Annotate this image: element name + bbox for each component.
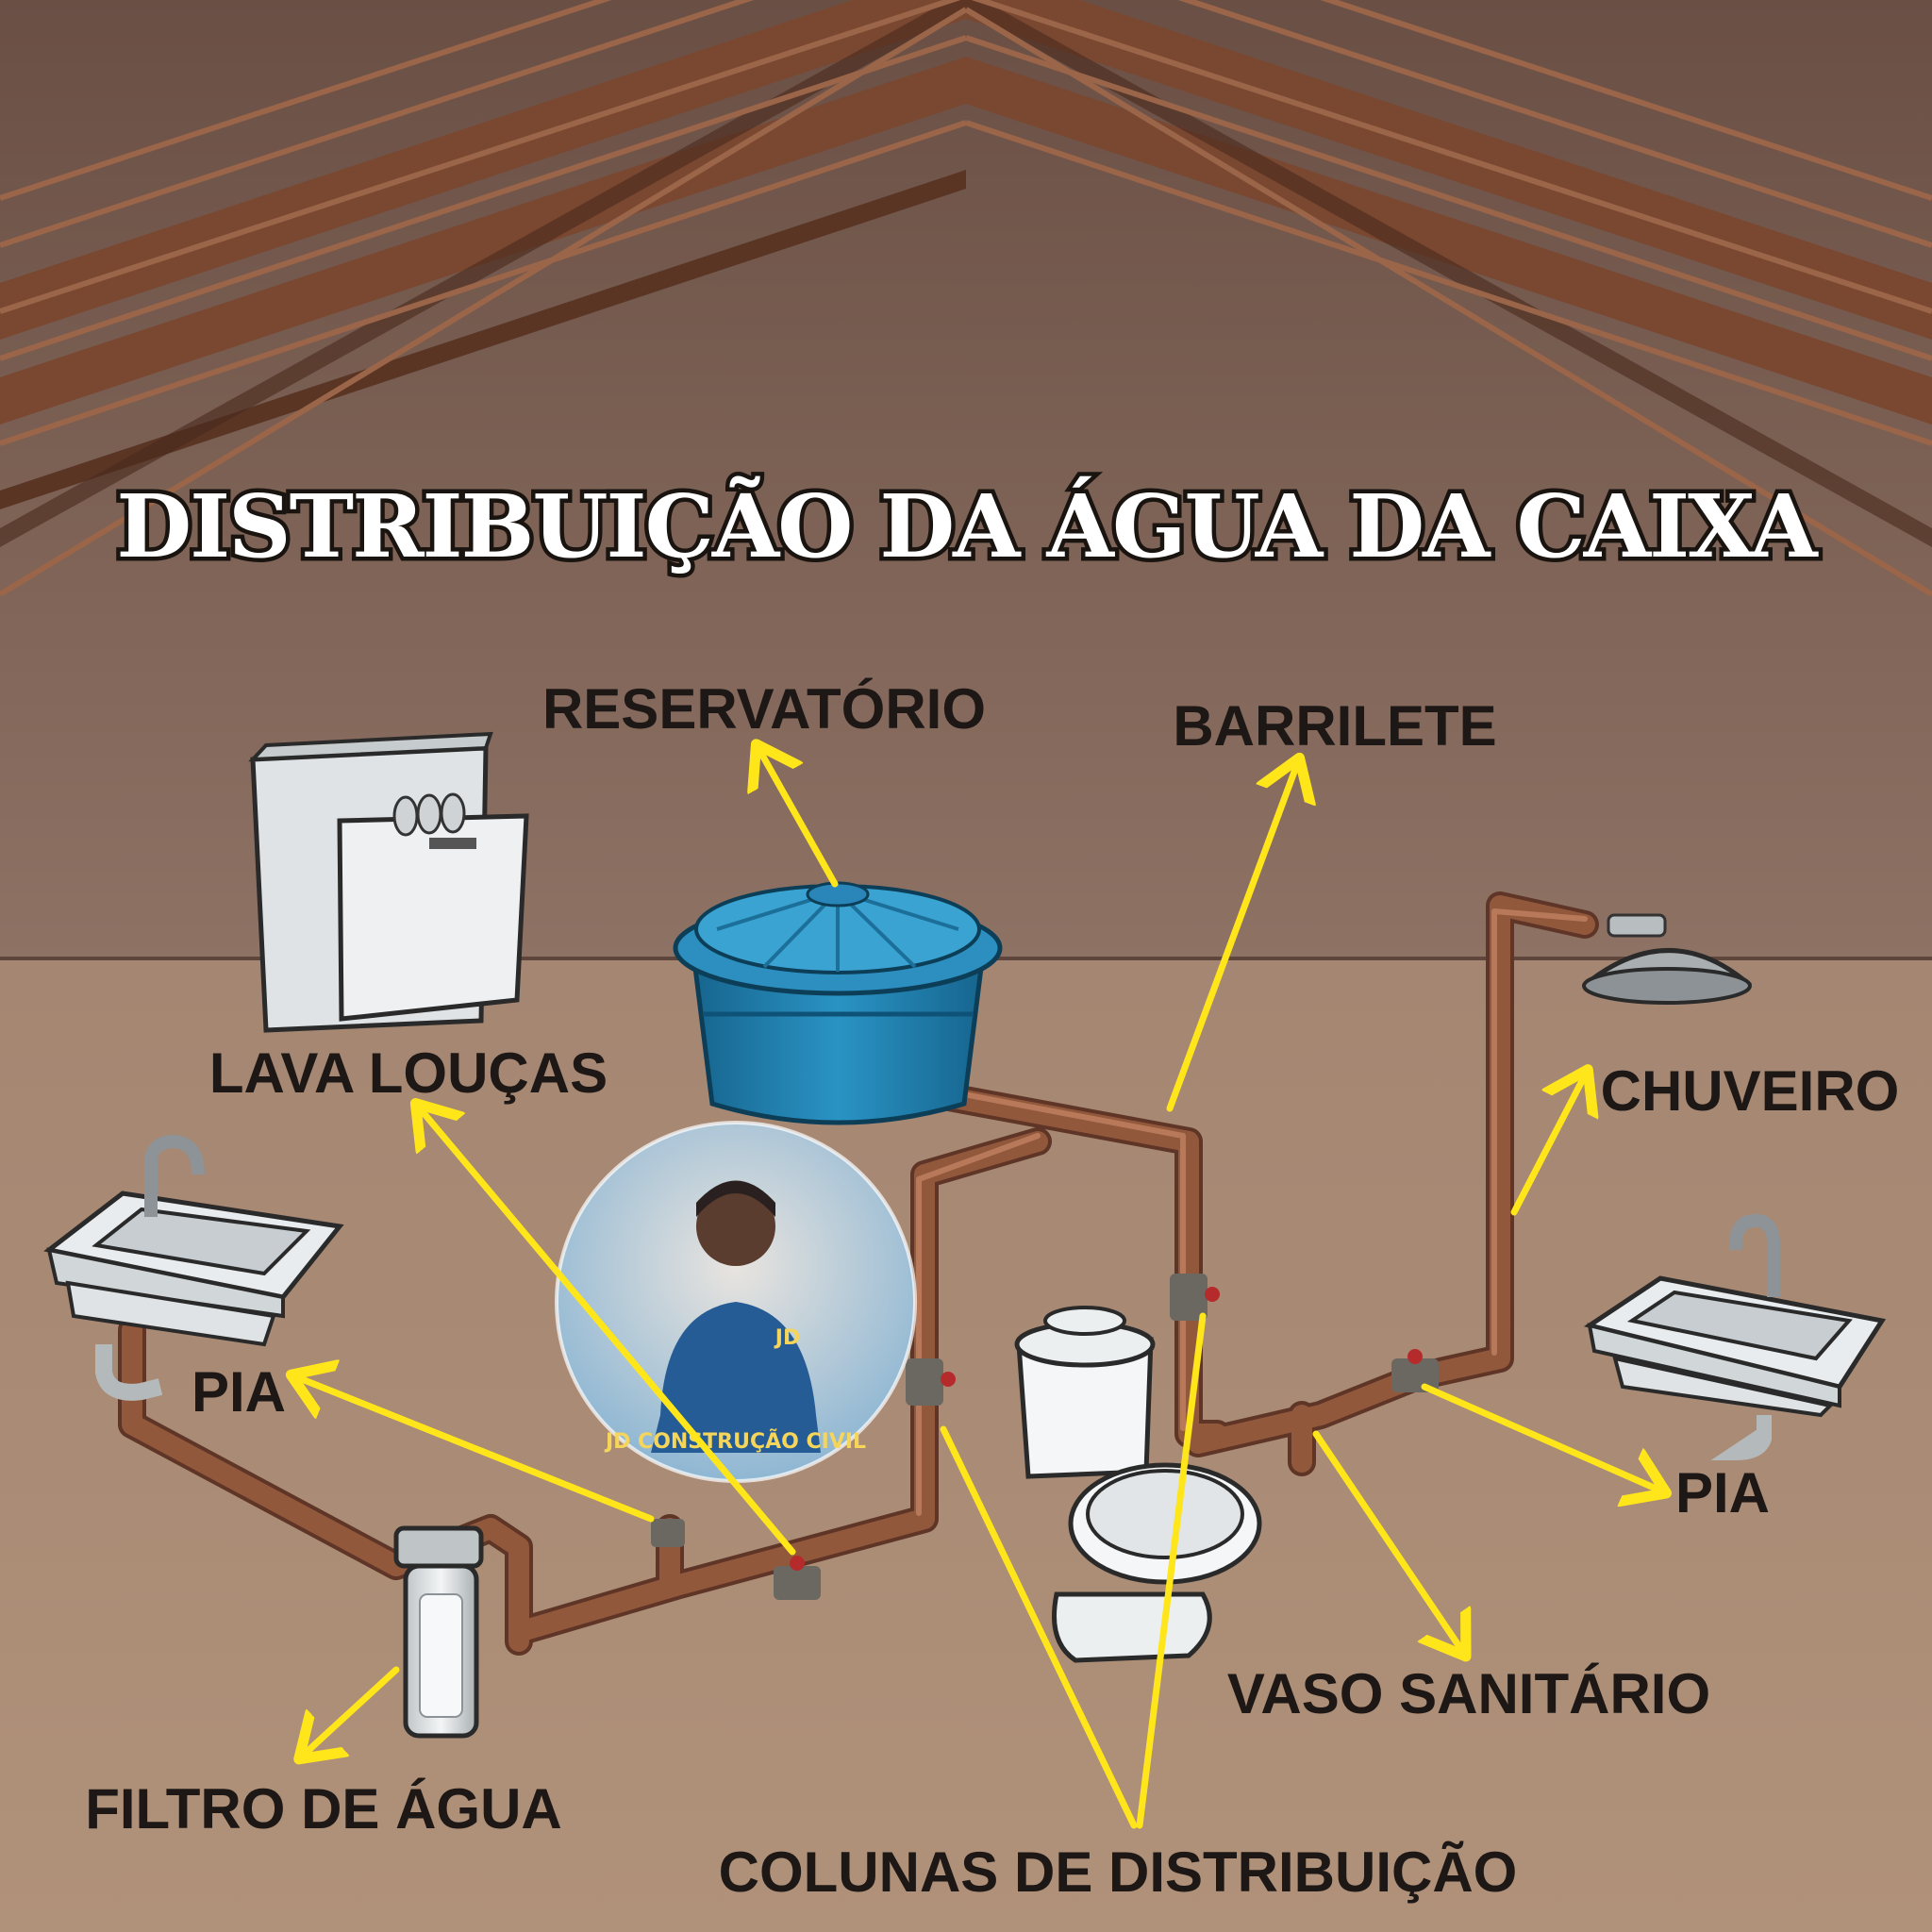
label-filtro-de-agua: FILTRO DE ÁGUA [85, 1777, 562, 1840]
label-chuveiro: CHUVEIRO [1601, 1059, 1900, 1123]
diagram-title: DISTRIBUIÇÃO DA ÁGUA DA CAIXA [116, 475, 1819, 577]
water-filter-icon [396, 1528, 481, 1736]
label-vaso-sanitario: VASO SANITÁRIO [1227, 1662, 1710, 1725]
label-reservatorio: RESERVATÓRIO [542, 677, 986, 741]
label-pia-right: PIA [1675, 1461, 1770, 1524]
water-tank-icon [675, 883, 1000, 1123]
watermark-badge: JD [774, 1326, 800, 1350]
label-barrilete: BARRILETE [1173, 694, 1496, 758]
brand-watermark: JD JD CONSTRUÇÃO CIVIL [557, 1123, 915, 1481]
dishwasher-icon [253, 734, 526, 1030]
label-pia-left: PIA [192, 1360, 286, 1424]
watermark-text: JD CONSTRUÇÃO CIVIL [604, 1429, 866, 1454]
label-colunas-de-distribuicao: COLUNAS DE DISTRIBUIÇÃO [719, 1840, 1518, 1904]
label-lava-loucas: LAVA LOUÇAS [209, 1041, 608, 1105]
